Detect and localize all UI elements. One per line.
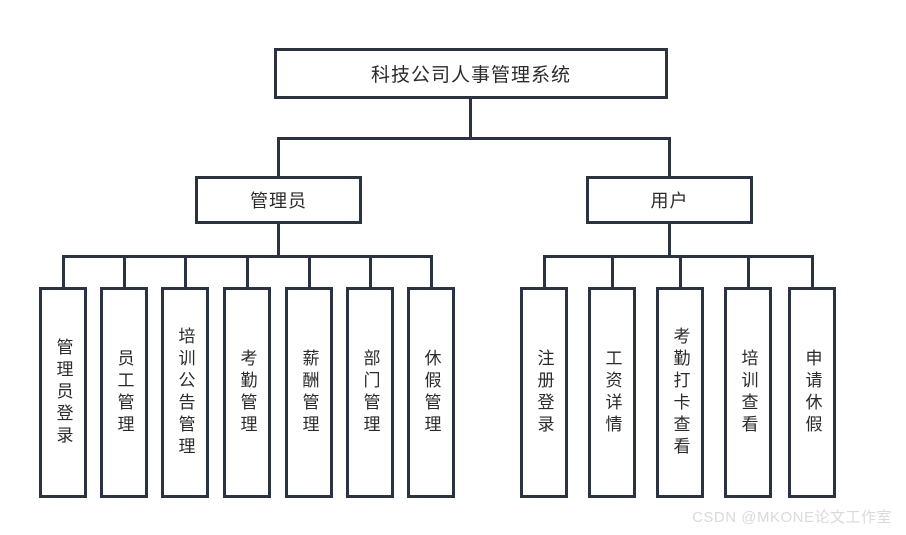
connector-admin-leaf-drop-6 <box>369 255 372 289</box>
connector-admin-leaf-drop-3 <box>184 255 187 289</box>
connector-level1-bus <box>277 137 671 140</box>
node-leaf-admin-1-label: 管理员登录 <box>53 337 73 448</box>
connector-admin-leaf-drop-2 <box>123 255 126 289</box>
connector-user-leaf-drop-3 <box>679 255 682 289</box>
connector-user-bus <box>543 255 814 258</box>
connector-admin-leaf-drop-1 <box>62 255 65 289</box>
node-branch-user-label: 用户 <box>650 191 689 211</box>
node-leaf-user-3[interactable]: 考勤打卡查看 <box>656 287 704 498</box>
node-leaf-admin-7-label: 休假管理 <box>421 348 441 437</box>
connector-user-stem <box>668 224 671 257</box>
node-leaf-user-1-label: 注册登录 <box>534 348 554 437</box>
node-leaf-user-2[interactable]: 工资详情 <box>588 287 636 498</box>
node-leaf-admin-2[interactable]: 员工管理 <box>100 287 148 498</box>
node-leaf-admin-6-label: 部门管理 <box>360 348 380 437</box>
node-leaf-admin-3-label: 培训公告管理 <box>175 326 195 459</box>
csdn-watermark: CSDN @MKONE论文工作室 <box>692 509 892 526</box>
connector-admin-leaf-drop-7 <box>430 255 433 289</box>
node-leaf-admin-2-label: 员工管理 <box>114 348 134 437</box>
connector-user-leaf-drop-5 <box>811 255 814 289</box>
node-leaf-admin-7[interactable]: 休假管理 <box>407 287 455 498</box>
node-leaf-admin-1[interactable]: 管理员登录 <box>39 287 87 498</box>
node-leaf-user-1[interactable]: 注册登录 <box>520 287 568 498</box>
node-root[interactable]: 科技公司人事管理系统 <box>274 48 668 99</box>
connector-admin-leaf-drop-5 <box>308 255 311 289</box>
node-leaf-admin-4-label: 考勤管理 <box>237 348 257 437</box>
node-branch-user[interactable]: 用户 <box>586 176 753 224</box>
node-leaf-user-5-label: 申请休假 <box>802 348 822 437</box>
connector-drop-user <box>668 137 671 177</box>
node-branch-admin-label: 管理员 <box>250 191 307 211</box>
connector-root-stem <box>469 99 472 139</box>
connector-drop-admin <box>277 137 280 177</box>
node-leaf-user-2-label: 工资详情 <box>602 348 622 437</box>
node-root-label: 科技公司人事管理系统 <box>370 65 571 86</box>
connector-admin-leaf-drop-4 <box>246 255 249 289</box>
connector-admin-stem <box>277 224 280 257</box>
node-leaf-user-4-label: 培训查看 <box>738 348 758 437</box>
node-leaf-admin-3[interactable]: 培训公告管理 <box>161 287 209 498</box>
connector-user-leaf-drop-4 <box>747 255 750 289</box>
node-leaf-user-4[interactable]: 培训查看 <box>724 287 772 498</box>
node-leaf-user-3-label: 考勤打卡查看 <box>670 326 690 459</box>
node-branch-admin[interactable]: 管理员 <box>195 176 362 224</box>
node-leaf-user-5[interactable]: 申请休假 <box>788 287 836 498</box>
connector-user-leaf-drop-2 <box>611 255 614 289</box>
connector-user-leaf-drop-1 <box>543 255 546 289</box>
node-leaf-admin-4[interactable]: 考勤管理 <box>223 287 271 498</box>
node-leaf-admin-5-label: 薪酬管理 <box>299 348 319 437</box>
node-leaf-admin-5[interactable]: 薪酬管理 <box>285 287 333 498</box>
node-leaf-admin-6[interactable]: 部门管理 <box>346 287 394 498</box>
